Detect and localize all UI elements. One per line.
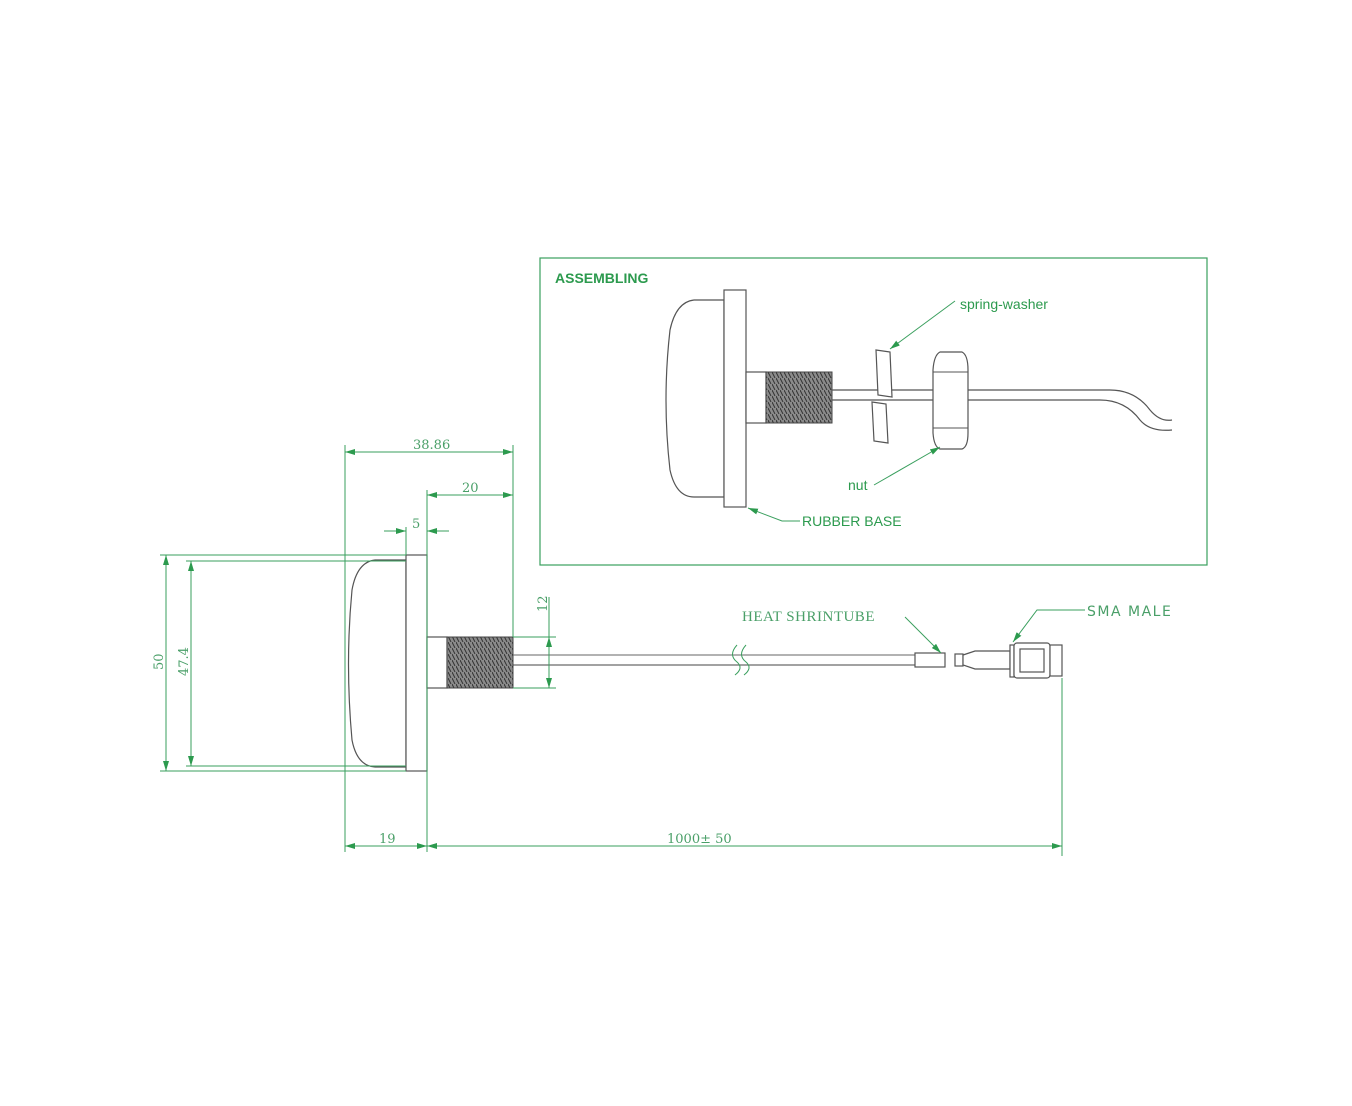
dim-thread-length: 20 xyxy=(462,481,479,496)
callouts: HEAT SHRINTUBE SMA MALE xyxy=(742,604,1172,654)
thread xyxy=(446,636,514,689)
rubber-base-label: RUBBER BASE xyxy=(802,513,902,529)
dim-dome-diameter: 47.4 xyxy=(177,647,192,676)
break-mark xyxy=(732,644,750,676)
dim-dome-height: 19 xyxy=(379,832,396,847)
dim-overall-depth: 38.86 xyxy=(413,438,450,453)
dome xyxy=(347,559,407,768)
heat-shrink-label: HEAT SHRINTUBE xyxy=(742,609,875,625)
rubber-base-leader xyxy=(747,507,800,522)
sma-male-leader xyxy=(1012,609,1085,643)
dim-flange-thickness: 5 xyxy=(412,517,420,532)
main-antenna xyxy=(347,554,1063,772)
heat-shrink-leader xyxy=(904,616,942,654)
spring-washer-label: spring-washer xyxy=(960,296,1048,312)
nut-leader xyxy=(873,446,941,486)
dim-base-diameter: 50 xyxy=(152,653,167,670)
sma-male-label: SMA MALE xyxy=(1087,604,1172,620)
assembling-panel: ASSEMBLING spring-washer nut RUBBER BASE xyxy=(539,257,1208,566)
spring-washer-bottom xyxy=(871,401,889,444)
nut-label: nut xyxy=(848,477,868,493)
panel-border xyxy=(539,257,1208,566)
dim-cable-length: 1000± 50 xyxy=(667,832,732,847)
nut-shape xyxy=(932,351,969,450)
heat-shrink-tube xyxy=(914,652,946,668)
dim-thread-diameter: 12 xyxy=(536,595,551,612)
assembling-title: ASSEMBLING xyxy=(555,270,648,286)
spring-washer-leader xyxy=(889,300,956,350)
shank xyxy=(426,636,448,689)
flange xyxy=(405,554,428,772)
inset-antenna xyxy=(665,289,1173,508)
spring-washer-top xyxy=(875,349,893,398)
dimensions: 38.86 20 5 50 47.4 12 19 1000± 50 xyxy=(152,438,1063,856)
connector-body xyxy=(962,650,1011,670)
